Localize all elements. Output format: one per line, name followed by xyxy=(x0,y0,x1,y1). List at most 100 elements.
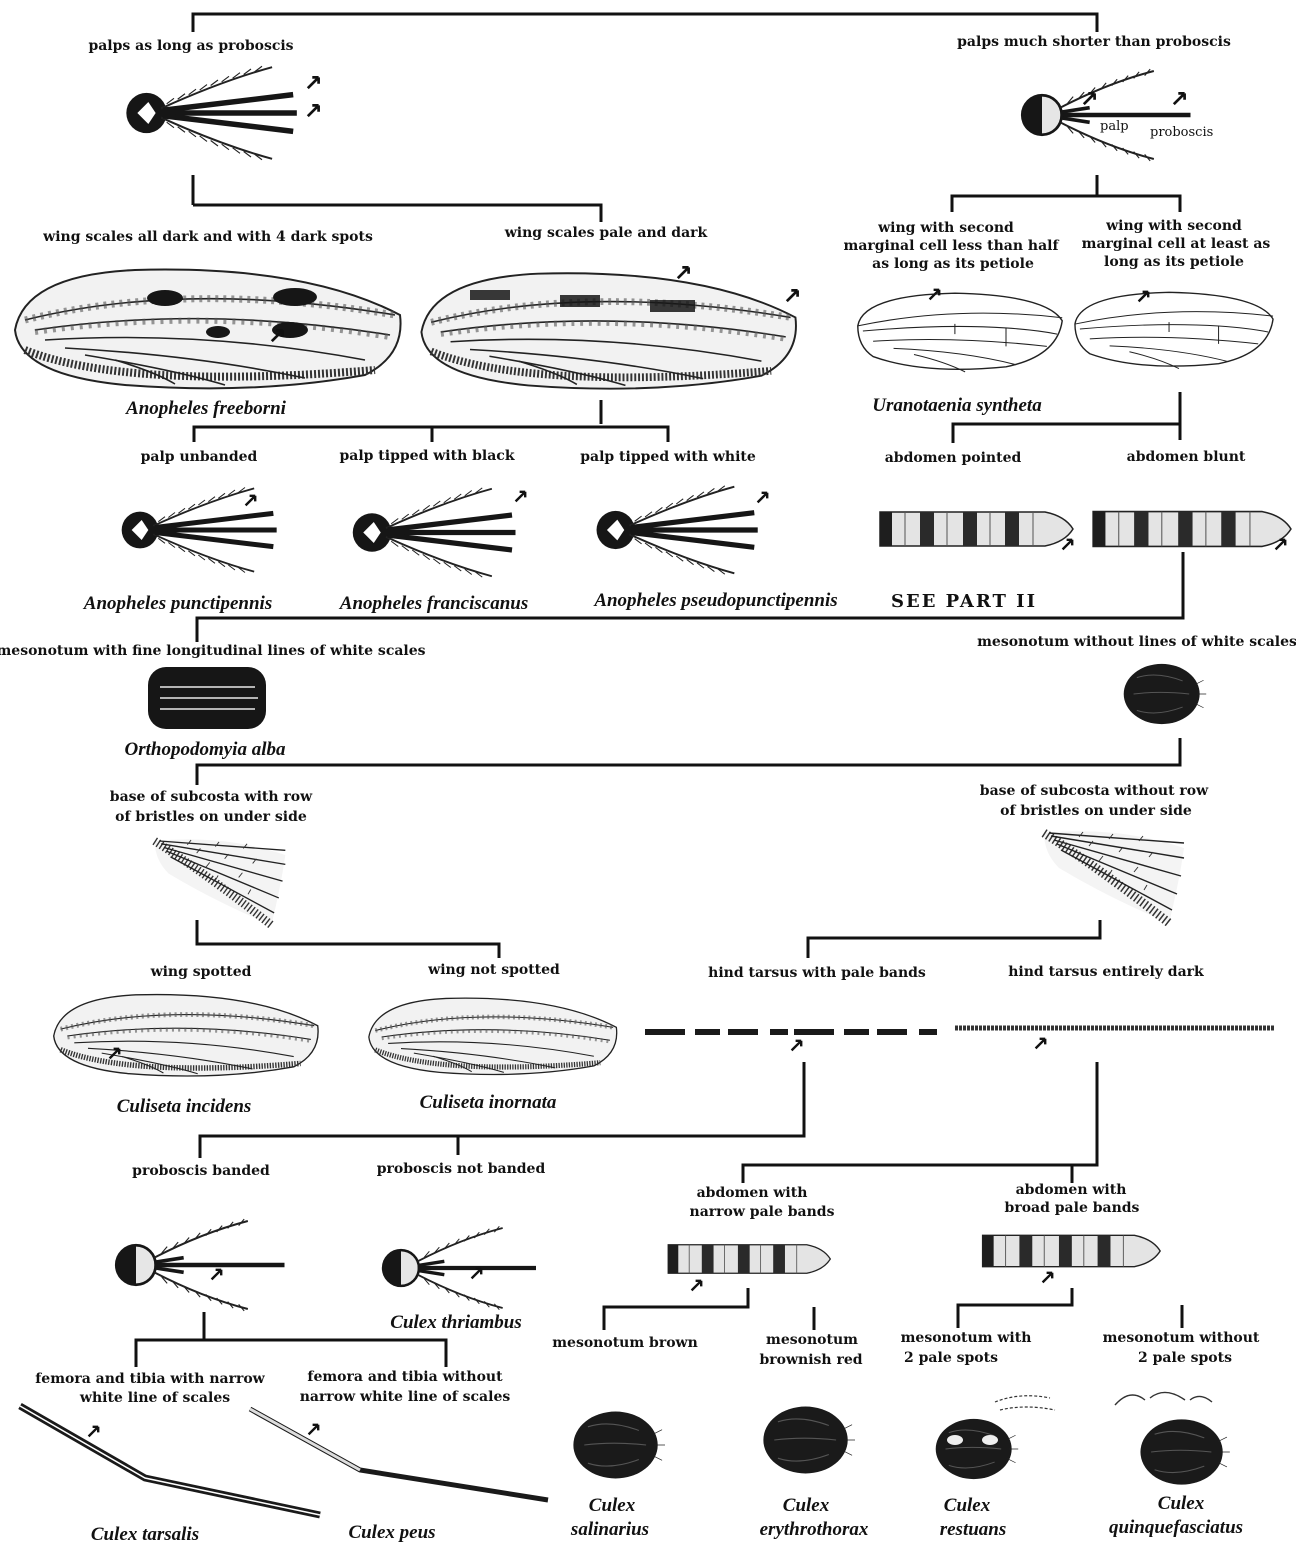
species-culex-restuans-epithet: restuans xyxy=(940,1519,1007,1540)
label-palps-short: palps much shorter than proboscis xyxy=(957,34,1231,50)
arrow-icon xyxy=(692,1281,702,1291)
label-meso-brown: mesonotum brown xyxy=(552,1335,698,1351)
arrow-icon xyxy=(792,1041,802,1051)
label-femora-line-1: femora and tibia with narrow xyxy=(35,1371,265,1387)
label-abd-narrow-1: abdomen with xyxy=(697,1185,808,1201)
label-subcosta-row-1: base of subcosta with row xyxy=(110,789,313,805)
label-see-part-ii: SEE PART II xyxy=(891,591,1037,612)
mesonotum-quinquefasciatus xyxy=(1140,1419,1229,1484)
arrow-icon xyxy=(787,290,798,301)
label-abd-pointed: abdomen pointed xyxy=(885,450,1022,466)
species-culex-erythrothorax-epithet: erythrothorax xyxy=(760,1519,869,1540)
label-cell-long-2: marginal cell at least as xyxy=(1082,236,1271,252)
anopheles-pseudopunctipennis-head xyxy=(597,486,758,574)
label-spots-1: mesonotum with xyxy=(901,1330,1032,1346)
species-culex-erythrothorax-genus: Culex xyxy=(783,1495,830,1516)
label-palp: palp xyxy=(1100,119,1129,134)
species-culex-quinquefasciatus-epithet: quinquefasciatus xyxy=(1109,1517,1243,1538)
label-abd-narrow-2: narrow pale bands xyxy=(690,1204,835,1220)
label-abd-broad-1: abdomen with xyxy=(1016,1182,1127,1198)
abdomen-blunt-illustration xyxy=(1093,512,1291,547)
species-anopheles-franciscanus: Anopheles franciscanus xyxy=(339,593,528,614)
label-tarsus-dark: hind tarsus entirely dark xyxy=(1008,964,1204,980)
arrow-icon xyxy=(308,105,319,116)
mesonotum-plain-illustration xyxy=(1124,664,1206,724)
arrow-icon xyxy=(212,1270,222,1280)
mesonotum-lines-illustration xyxy=(148,667,266,729)
label-palp-unbanded: palp unbanded xyxy=(141,449,258,465)
label-nospots-1: mesonotum without xyxy=(1103,1330,1260,1346)
label-abd-broad-2: broad pale bands xyxy=(1005,1200,1140,1216)
species-culex-quinquefasciatus-genus: Culex xyxy=(1158,1493,1205,1514)
label-prob-banded: proboscis banded xyxy=(132,1163,270,1179)
species-anopheles-punctipennis: Anopheles punctipennis xyxy=(83,593,272,614)
anopheles-head-illustration xyxy=(126,66,296,160)
label-wing-pale-dark: wing scales pale and dark xyxy=(504,225,708,241)
species-culex-salinarius-epithet: salinarius xyxy=(570,1519,649,1540)
species-orthopodomyia-alba: Orthopodomyia alba xyxy=(125,739,286,760)
label-subcosta-norow-2: of bristles on under side xyxy=(1000,803,1192,819)
label-wing-not-spotted: wing not spotted xyxy=(427,962,560,978)
label-wing-spotted: wing spotted xyxy=(150,964,252,980)
wing-dark-patch xyxy=(650,300,695,312)
leg-without-white-line xyxy=(250,1409,548,1500)
arrow-icon xyxy=(309,1425,319,1435)
anopheles-franciscanus-head xyxy=(353,488,516,577)
label-nospots-2: 2 pale spots xyxy=(1138,1350,1232,1366)
label-meso-no-lines: mesonotum without lines of white scales xyxy=(977,634,1296,650)
label-palp-black: palp tipped with black xyxy=(339,448,514,464)
wing-spot xyxy=(273,288,317,306)
label-spots-2: 2 pale spots xyxy=(904,1350,998,1366)
wing-spot xyxy=(147,290,183,306)
wing-uranotaenia-long-cell xyxy=(1075,292,1273,368)
wing-dark-patch xyxy=(470,290,510,300)
abdomen-pointed-illustration xyxy=(880,512,1073,546)
label-subcosta-row-2: of bristles on under side xyxy=(115,809,307,825)
arrow-icon xyxy=(246,496,256,506)
species-uranotaenia-syntheta: Uranotaenia syntheta xyxy=(872,395,1042,416)
label-cell-long-3: long as its petiole xyxy=(1104,254,1244,270)
mesonotum-salinarius xyxy=(573,1412,665,1479)
species-culex-restuans-genus: Culex xyxy=(944,1495,991,1516)
wing-uranotaenia-short-cell xyxy=(858,293,1062,372)
wing-dark-patch xyxy=(560,295,600,307)
label-palp-white: palp tipped with white xyxy=(580,449,756,465)
arrow-icon xyxy=(516,492,526,502)
species-culex-thriambus: Culex thriambus xyxy=(390,1312,521,1333)
culex-head-banded xyxy=(115,1219,285,1311)
species-culiseta-inornata: Culiseta inornata xyxy=(420,1092,557,1113)
culex-head-illustration xyxy=(1021,69,1191,161)
proboscis-pale-band xyxy=(210,1249,240,1257)
scale-pattern-detail xyxy=(1115,1392,1212,1405)
species-culiseta-incidens: Culiseta incidens xyxy=(117,1096,252,1117)
label-femora-line-2: white line of scales xyxy=(79,1390,230,1406)
label-wing-dark-spots: wing scales all dark and with 4 dark spo… xyxy=(42,229,373,245)
arrow-icon xyxy=(1174,93,1185,104)
species-culex-peus: Culex peus xyxy=(348,1522,435,1543)
label-femora-noline-2: narrow white line of scales xyxy=(300,1389,511,1405)
wing-spot xyxy=(206,326,230,338)
anopheles-punctipennis-head xyxy=(122,488,277,573)
label-femora-noline-1: femora and tibia without xyxy=(307,1369,503,1385)
arrow-icon xyxy=(89,1427,99,1437)
label-cell-long-1: wing with second xyxy=(1105,218,1242,234)
species-culex-salinarius-genus: Culex xyxy=(589,1495,636,1516)
species-anopheles-freeborni: Anopheles freeborni xyxy=(125,398,287,419)
label-palps-long: palps as long as proboscis xyxy=(88,38,293,54)
mesonotum-restuans xyxy=(936,1419,1018,1479)
arrow-icon xyxy=(472,1269,482,1279)
species-anopheles-pseudopunctipennis: Anopheles pseudopunctipennis xyxy=(593,590,837,611)
species-culex-tarsalis: Culex tarsalis xyxy=(91,1524,199,1545)
abdomen-broad-bands xyxy=(983,1235,1161,1266)
label-meso-red-1: mesonotum xyxy=(766,1332,858,1348)
label-meso-lines: mesonotum with fine longitudinal lines o… xyxy=(0,643,426,659)
wing-base-without-bristles xyxy=(1044,831,1184,923)
label-proboscis: proboscis xyxy=(1150,125,1213,140)
wing-culiseta-inornata xyxy=(369,998,617,1074)
wing-culiseta-incidens xyxy=(54,995,318,1076)
label-cell-short-2: marginal cell less than half xyxy=(844,238,1060,254)
label-tarsus-bands: hind tarsus with pale bands xyxy=(708,965,926,981)
label-abd-blunt: abdomen blunt xyxy=(1127,449,1246,465)
label-subcosta-norow-1: base of subcosta without row xyxy=(980,783,1209,799)
